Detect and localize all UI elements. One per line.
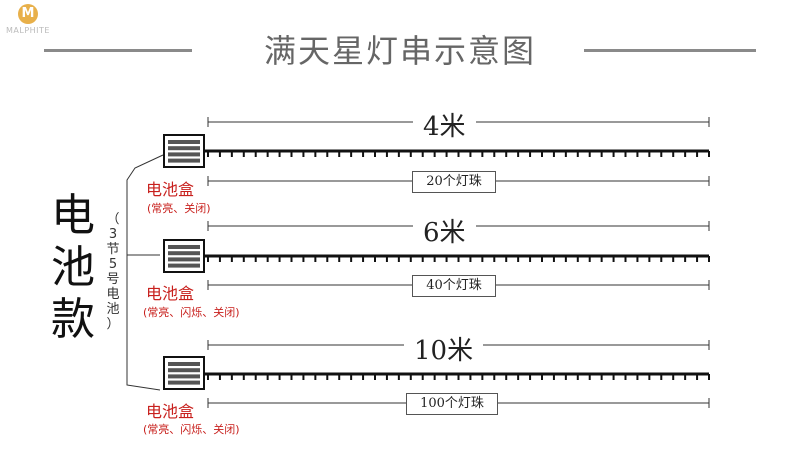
battery-stripe: [168, 368, 200, 373]
battery-stripe: [168, 146, 200, 151]
battery-stripe: [168, 263, 200, 268]
bead-count-label: 40个灯珠: [412, 275, 496, 297]
battery-stripe: [168, 152, 200, 157]
battery-type-label: 电 池 款: [46, 190, 100, 346]
battery-stripe: [168, 257, 200, 262]
battery-box-label: 电池盒: [146, 284, 195, 303]
title-rule-right: [584, 49, 756, 52]
battery-box-label: 电池盒: [146, 180, 195, 199]
battery-type-char: 电: [51, 190, 95, 241]
string-length-label: 4米: [413, 106, 476, 143]
battery-stripe: [168, 251, 200, 256]
brand-mark-icon: M: [18, 4, 38, 24]
bead-count-label: 20个灯珠: [412, 171, 496, 193]
battery-box-modes: (常亮、关闭): [147, 202, 211, 215]
title-rule-left: [44, 49, 192, 52]
battery-box-modes: (常亮、闪烁、关闭): [143, 306, 240, 319]
battery-box-modes: (常亮、闪烁、关闭): [143, 423, 240, 436]
bead-count-label: 100个灯珠: [406, 393, 498, 415]
page-title: 满天星灯串示意图: [263, 32, 536, 70]
string-length-label: 6米: [413, 212, 476, 249]
bracket-line: [126, 154, 164, 391]
battery-box-label: 电池盒: [146, 402, 195, 421]
brand-logo: M MALPHITE: [6, 4, 66, 44]
battery-stripe: [168, 245, 200, 249]
battery-stripe: [168, 380, 200, 385]
battery-stripe: [168, 140, 200, 144]
string-length-label: 10米: [404, 330, 484, 367]
battery-type-char: 款: [51, 294, 95, 345]
battery-stripe: [168, 362, 200, 366]
battery-stripe: [168, 374, 200, 379]
brand-name: MALPHITE: [6, 26, 50, 35]
battery-type-char: 池: [51, 242, 95, 293]
battery-stripe: [168, 158, 200, 163]
